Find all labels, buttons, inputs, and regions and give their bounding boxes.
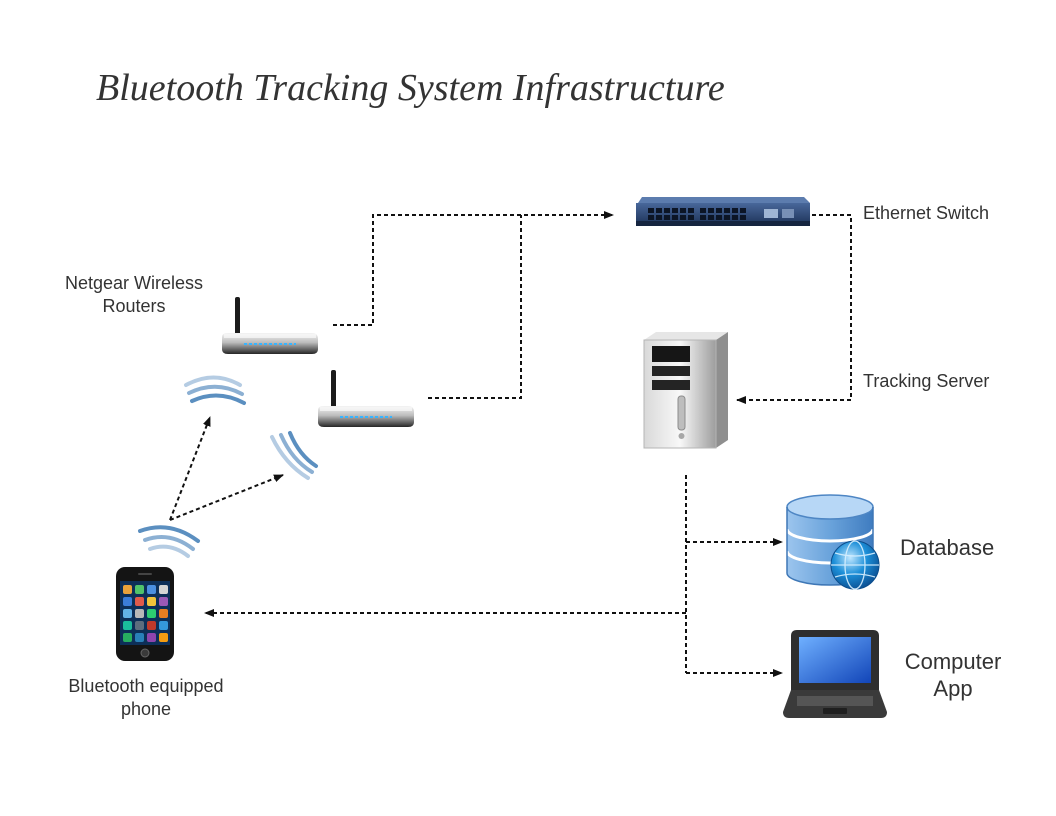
signal-waves-icon bbox=[184, 375, 246, 405]
signal-waves-icon bbox=[270, 431, 318, 480]
switch-label: Ethernet Switch bbox=[863, 203, 990, 223]
connector-phone-to-router2 bbox=[169, 474, 284, 521]
database-globe-icon bbox=[785, 494, 880, 590]
server-tower-icon bbox=[643, 332, 728, 449]
routers-label-line1: Netgear Wireless bbox=[64, 273, 204, 293]
connector-router2-to-switch bbox=[428, 215, 522, 399]
wireless-router-icon bbox=[318, 370, 414, 427]
routers-label-line2: Routers bbox=[102, 296, 166, 316]
network-switch-icon bbox=[636, 197, 810, 226]
phone-label-line2: phone bbox=[120, 699, 172, 719]
diagram-title: Bluetooth Tracking System Infrastructure bbox=[96, 67, 725, 109]
wireless-router-icon bbox=[222, 297, 318, 354]
connector-switch-to-server bbox=[736, 214, 852, 404]
phone-label-line1: Bluetooth equipped bbox=[68, 676, 224, 696]
connector-phone-to-router1 bbox=[169, 416, 211, 521]
laptop-icon bbox=[783, 630, 887, 718]
phone-label: Bluetooth equipped phone bbox=[50, 675, 242, 721]
smartphone-icon bbox=[116, 567, 174, 661]
server-label: Tracking Server bbox=[863, 371, 990, 391]
computer-label: Computer App bbox=[893, 648, 1013, 702]
computer-label-line2: App bbox=[933, 676, 973, 701]
routers-label: Netgear Wireless Routers bbox=[50, 272, 218, 318]
database-label: Database bbox=[900, 535, 995, 560]
computer-label-line1: Computer bbox=[904, 649, 1002, 674]
connector-router1-to-switch bbox=[333, 211, 614, 326]
signal-waves-icon bbox=[138, 525, 200, 558]
